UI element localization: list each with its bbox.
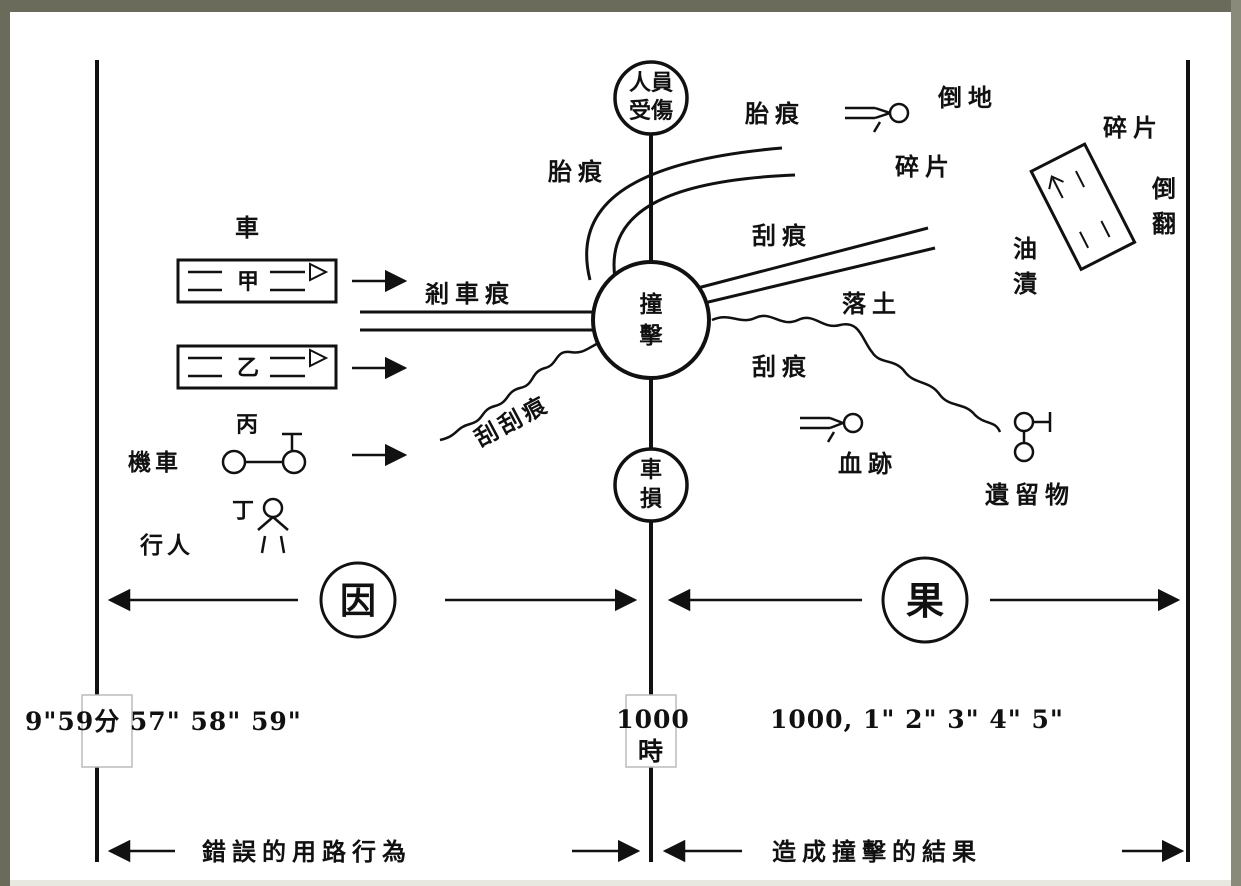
- tire-mark-arc-2: [612, 173, 796, 279]
- brake-marks-label: 剎車痕: [424, 279, 515, 308]
- center-time: 1000: [616, 705, 690, 734]
- motorcycle-icon: [221, 432, 307, 475]
- leftover-object-icon: [1013, 411, 1052, 463]
- scratch-line-2: [699, 246, 936, 306]
- effect-node: 果: [881, 556, 969, 644]
- damage-node: 車 損: [613, 447, 689, 523]
- tire-marks-top-label: 胎痕: [745, 99, 805, 128]
- injury-line1: 人員: [629, 70, 673, 96]
- left-time-box: [81, 694, 133, 768]
- motorcycle-tag: 丙: [236, 412, 258, 438]
- scratch-line-1: [689, 226, 929, 292]
- cause-label: 因: [340, 580, 376, 622]
- motorcycle-label: 機車: [128, 449, 182, 476]
- effect-label: 果: [906, 578, 944, 623]
- injury-line2: 受傷: [629, 98, 673, 124]
- oil-stain-line2: 漬: [1013, 269, 1043, 298]
- scratch-lower-label: 刮痕: [752, 352, 812, 381]
- oil-stain-line1: 油: [1013, 234, 1043, 263]
- pedestrian-tag: 丁: [232, 498, 254, 524]
- car-a-label: 甲: [237, 269, 259, 295]
- fallen-label: 倒地: [937, 83, 998, 112]
- injury-node: 人員 受傷: [613, 60, 689, 136]
- impact-node: 撞 擊: [591, 260, 711, 380]
- pedestrian-icon: [257, 497, 289, 554]
- damage-line2: 損: [640, 486, 663, 512]
- car-heading: 車: [235, 213, 265, 242]
- scratch-upper-label: 刮痕: [752, 221, 812, 250]
- overturned-vehicle-icon: [1029, 142, 1137, 272]
- leftover-label: 遺留物: [985, 480, 1075, 509]
- debris-right-label: 碎片: [1103, 113, 1163, 142]
- impact-line2: 擊: [640, 322, 664, 349]
- tire-mark-arc-1: [585, 146, 783, 281]
- overturned-line2: 翻: [1152, 209, 1182, 238]
- blood-label: 血跡: [838, 449, 898, 478]
- center-time-box: [625, 694, 677, 768]
- dirt-wavy-line: [711, 314, 1002, 433]
- car-b-icon: 乙: [176, 344, 338, 390]
- damage-line1: 車: [640, 457, 662, 483]
- car-a-icon: 甲: [176, 258, 338, 304]
- debris-mid-label: 碎片: [895, 152, 955, 181]
- left-caption: 錯誤的用路行為: [202, 837, 412, 866]
- car-b-label: 乙: [237, 355, 259, 381]
- scrape-marks-label: 刮刮痕: [470, 390, 554, 452]
- right-caption: 造成撞擊的結果: [772, 837, 982, 866]
- tire-marks-left-label: 胎痕: [548, 157, 608, 186]
- scrape-wavy-line: [439, 338, 607, 442]
- center-time-unit: 時: [638, 737, 664, 766]
- dirt-fallen-label: 落土: [842, 289, 902, 318]
- left-times: 9"59分 57" 58" 59": [25, 707, 302, 736]
- right-times: 1000, 1" 2" 3" 4" 5": [770, 705, 1064, 734]
- fallen-person-icon: [845, 102, 910, 133]
- blood-person-icon: [800, 412, 864, 443]
- cause-node: 因: [319, 561, 397, 639]
- impact-line1: 撞: [640, 291, 663, 318]
- overturned-line1: 倒: [1151, 174, 1182, 203]
- pedestrian-label: 行人: [139, 532, 194, 559]
